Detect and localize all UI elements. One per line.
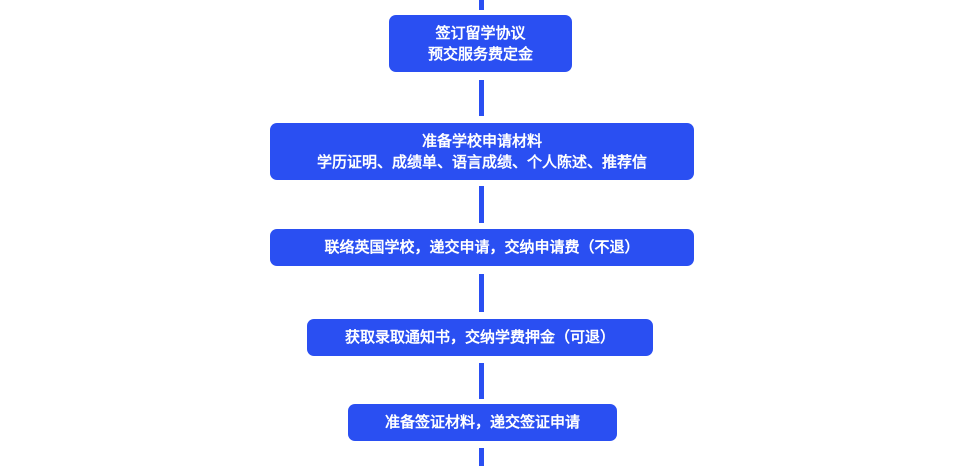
flow-step-visa-application: 准备签证材料，递交签证申请: [348, 404, 617, 441]
flow-step-text: 准备签证材料，递交签证申请: [384, 413, 580, 431]
flow-step-sign-agreement: 签订留学协议 预交服务费定金: [389, 15, 572, 72]
connector-line-bottom: [479, 448, 484, 466]
connector-line: [479, 80, 484, 116]
connector-line-top: [479, 0, 484, 10]
flow-step-prepare-application: 准备学校申请材料 学历证明、成绩单、语言成绩、个人陈述、推荐信: [270, 123, 694, 180]
flow-step-text: 学历证明、成绩单、语言成绩、个人陈述、推荐信: [316, 152, 647, 171]
connector-line: [479, 363, 484, 399]
connector-line: [479, 274, 484, 312]
flow-step-text: 准备学校申请材料: [421, 131, 542, 150]
flow-step-text: 预交服务费定金: [427, 44, 533, 63]
connector-line: [479, 186, 484, 223]
flow-step-receive-offer: 获取录取通知书，交纳学费押金（可退）: [307, 319, 653, 356]
flow-step-text: 联络英国学校，递交申请，交纳申请费（不退）: [324, 238, 640, 256]
flow-step-text: 获取录取通知书，交纳学费押金（可退）: [344, 328, 615, 346]
flow-step-text: 签订留学协议: [435, 23, 526, 42]
flow-step-submit-application: 联络英国学校，递交申请，交纳申请费（不退）: [270, 229, 694, 266]
